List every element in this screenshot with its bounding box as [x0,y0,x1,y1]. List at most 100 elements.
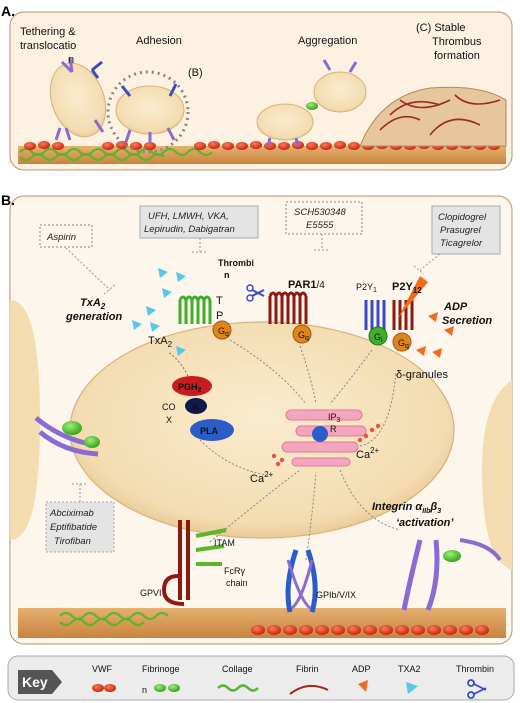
fcr-label-line1: FcRγ [224,566,245,576]
stage-stable-line2: Thrombus [432,36,482,48]
p2y-receptors: Gi Gq P2Y1 P2Y12 [356,276,428,352]
calcium-label-lower: Ca2+ [250,470,274,485]
adhesion-platelet [106,70,190,154]
key-label-fibrinogen-2: n [142,685,147,695]
legend-key: Key VWF Fibrinoge n Collage Fibrin ADP T… [7,655,515,701]
adp-secretion-line2: Secretion [442,315,492,327]
drug-gp-line3: Tirofiban [54,536,91,547]
tethering-platelet [49,57,107,141]
key-label-vwf: VWF [92,664,112,674]
gpvi-receptor [161,520,227,606]
drug-p2y12-line3: Ticagrelor [440,238,483,249]
calcium-label-upper: Ca2+ [356,446,380,461]
par1-label: PAR1/4 [288,279,325,291]
integrin-label-line2: ‘activation’ [396,517,454,529]
txa2-molecules [132,268,186,356]
p2y-gi-label: Gi [374,332,383,344]
panel-b-vwf-strand [251,625,489,635]
txa2-generation-line2: generation [65,311,123,323]
key-symbol-txa2 [406,682,418,694]
stage-tethering-line3: n [68,54,74,66]
right-neighbor-platelet [482,380,512,570]
key-label-adp: ADP [352,664,371,674]
cox-label-line2: X [166,415,172,425]
gpib-label: GPIb/V/IX [316,590,356,600]
drug-box-gp2b3a-inhibitors: Abciximab Eptifibatide Tirofiban [45,483,115,553]
drug-aspirin: Aspirin [46,232,76,243]
p2y-gq-label: Gq [398,338,409,350]
par1-receptor: PAR1/4 Gq [268,279,325,344]
key-label-thrombin: Thrombin [456,664,494,674]
thrombin-label-line2: n [224,270,230,280]
panel-b-collagen [59,611,169,627]
key-label-fibrin: Fibrin [296,664,319,674]
itam-label: ITAM [214,538,235,548]
drug-box-aspirin: Aspirin [39,224,117,295]
panel-a: A. [1,3,513,171]
tp-receptor: T P Gq [178,295,232,340]
left-neighbor-platelet [10,300,40,540]
ip3-label: IP3 [328,412,341,424]
gpib-receptor [285,549,318,613]
pgh2-label: PGH2 [178,382,202,394]
adp-secretion-line1: ADP [443,301,468,313]
key-arrow-badge [18,670,62,694]
p2y1-label: P2Y1 [356,282,377,294]
tp-label-p: P [216,310,223,322]
pgh2-node: PGH2 [172,376,212,396]
stage-stable-line1: (C) Stable [416,22,466,34]
tp-gq-label: Gq [218,326,229,338]
thrombin-label-line1: Thrombi [218,258,254,268]
integrin-receptor-left [34,416,100,457]
thrombin-molecule: Thrombi n [218,258,265,302]
panel-b-letter: B. [1,192,15,208]
key-symbol-adp [358,680,368,692]
stage-tethering-line2: translocatio [20,40,76,52]
cox-label-line1: CO [162,402,176,412]
dense-tubular-system [281,409,367,467]
calcium-ions [271,423,381,467]
key-label-txa2: TXA2 [398,664,421,674]
panel-b: B. Aspirin UFH, LM [1,192,513,645]
integrin-receptor-right [401,538,502,611]
key-symbol-vwf [92,684,116,692]
stage-adhesion-marker: (B) [188,67,203,79]
drug-par1-line2: E5555 [306,220,334,231]
ip3-receptor [312,426,328,442]
key-symbol-fibrinogen [154,684,180,692]
txa2-generation-line1: TxA2 [80,297,106,311]
drug-gp-line2: Eptifibatide [50,522,97,533]
key-symbol-fibrin [289,684,329,695]
stage-tethering-line1: Tethering & [20,26,76,38]
key-label-fibrinogen: Fibrinoge [142,664,180,674]
tp-label-t: T [216,295,223,307]
pla-label: PLA [200,426,219,436]
aggregating-platelets [256,59,367,147]
drug-box-anticoagulants: UFH, LMWH, VKA, Lepirudin, Dabigatran [139,205,259,253]
drug-heparins-line2: Lepirudin, Dabigatran [144,224,235,235]
stage-adhesion: Adhesion [136,35,182,47]
key-title: Key [22,674,48,690]
drug-box-p2y12-inhibitors: Clopidogrel Prasugrel Ticagrelor [413,205,501,275]
fcr-label-line2: chain [226,578,248,588]
drug-box-par1-antagonists: SCH530348 E5555 [285,201,363,251]
p2y12-label: P2Y12 [392,281,422,295]
drug-gp-line1: Abciximab [49,508,94,519]
panel-a-letter: A. [1,3,15,19]
cox-node: A CO X [162,398,207,425]
txa2-label: TxA2 [148,335,173,349]
drug-p2y12-line2: Prasugrel [440,225,482,236]
panel-a-collagen [19,147,213,162]
stage-aggregation: Aggregation [298,35,357,47]
ip3r-label: R [330,424,337,434]
stable-thrombus [359,86,507,147]
key-background [7,655,515,701]
delta-granules-label: δ-granules [396,369,448,381]
par1-gq-label: Gq [298,330,309,342]
key-symbol-thrombin [467,679,487,699]
gpvi-label: GPVI [140,588,162,598]
drug-par1-line1: SCH530348 [294,207,346,218]
key-symbol-collagen [217,684,259,692]
drug-heparins-line1: UFH, LMWH, VKA, [148,211,229,222]
pla-node: PLA [190,419,234,441]
